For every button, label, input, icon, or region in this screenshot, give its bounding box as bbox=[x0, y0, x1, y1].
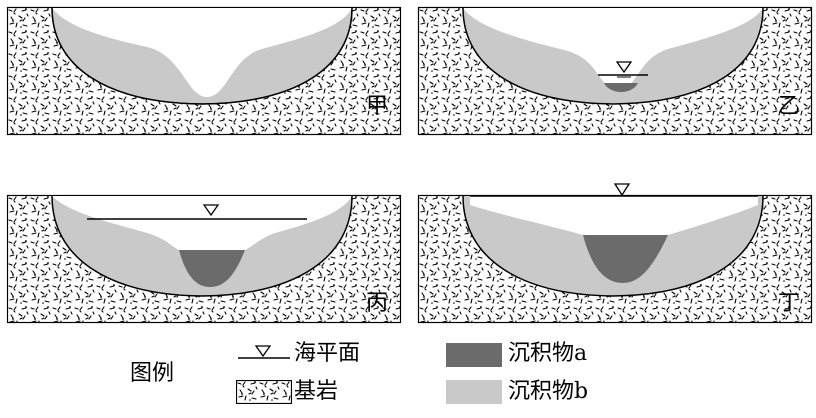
legend-bedrock-label: 基岩 bbox=[294, 379, 339, 404]
legend-title: 图例 bbox=[130, 361, 175, 386]
bedrock-surface bbox=[462, 7, 764, 105]
panel-label-bing: 丙 bbox=[366, 291, 389, 316]
bedrock-surface bbox=[51, 7, 353, 105]
panel-label-ding: 丁 bbox=[778, 291, 801, 316]
panel-label-jia: 甲 bbox=[366, 94, 389, 119]
legend-bedrock-swatch bbox=[236, 380, 292, 404]
valley-open-area bbox=[52, 8, 352, 97]
legend-sediment-b-label: 沉积物b bbox=[508, 379, 589, 404]
legend-sediment-a-swatch bbox=[446, 343, 502, 367]
bedrock-surface bbox=[51, 195, 353, 297]
panel-label-yi: 乙 bbox=[778, 94, 801, 119]
bedrock-surface bbox=[462, 195, 764, 297]
diagram-panel-jia bbox=[6, 6, 402, 136]
legend-sea-level-label: 海平面 bbox=[294, 341, 361, 366]
sea-level-symbol bbox=[615, 61, 633, 74]
valley-open-area bbox=[52, 196, 352, 250]
sediment-a-fill bbox=[583, 235, 668, 283]
sediment-a-fill bbox=[179, 250, 245, 287]
diagram-panel-ding bbox=[417, 194, 813, 324]
valley-open-area bbox=[463, 8, 763, 87]
legend-sea-level-symbol bbox=[238, 345, 290, 359]
legend-sediment-a-label: 沉积物a bbox=[508, 341, 588, 366]
sediment-a-fill bbox=[604, 83, 638, 92]
sea-level-symbol bbox=[202, 204, 220, 217]
diagram-panel-yi bbox=[417, 6, 813, 136]
water-area bbox=[470, 196, 758, 235]
diagram-panel-bing bbox=[6, 194, 402, 324]
sea-level-symbol-ding bbox=[613, 183, 631, 197]
legend-sediment-b-swatch bbox=[446, 380, 502, 404]
